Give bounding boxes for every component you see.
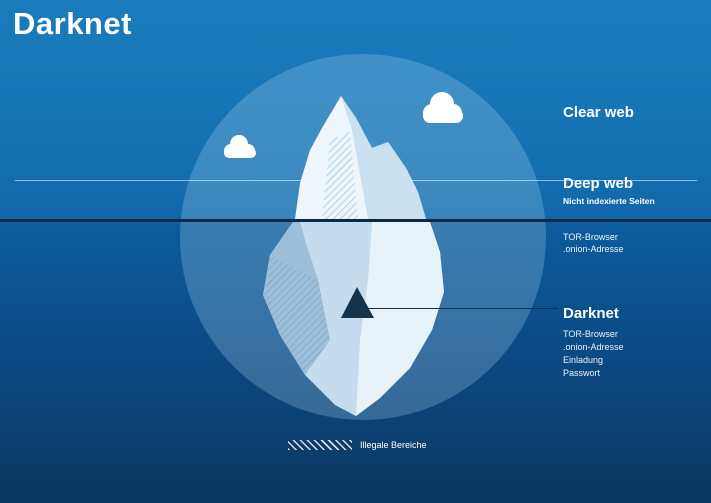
hatch-swatch-icon xyxy=(288,440,352,450)
iceberg-below-water xyxy=(263,222,444,416)
iceberg-above-water xyxy=(295,96,426,219)
page-title: Darknet xyxy=(13,6,132,41)
deep-web-subtitle: Nicht indexierte Seiten xyxy=(563,196,655,206)
cloud-icon-left xyxy=(224,135,256,158)
darknet-detail: TOR-Browser xyxy=(563,329,618,339)
darknet-pointer-line xyxy=(368,308,558,309)
waterline xyxy=(0,219,711,222)
deep-web-detail: TOR-Browser xyxy=(563,232,618,242)
cloud-icon-right xyxy=(423,92,463,123)
darknet-detail: .onion-Adresse xyxy=(563,342,624,352)
clear-web-label: Clear web xyxy=(563,104,634,121)
deep-web-detail: .onion-Adresse xyxy=(563,244,624,254)
legend: Illegale Bereiche xyxy=(288,440,427,450)
deep-web-label: Deep web xyxy=(563,175,634,192)
darknet-detail: Passwort xyxy=(563,368,601,378)
darknet-label: Darknet xyxy=(563,305,619,322)
darknet-spot xyxy=(341,287,374,318)
legend-label: Illegale Bereiche xyxy=(360,440,427,450)
darknet-detail: Einladung xyxy=(563,355,604,365)
